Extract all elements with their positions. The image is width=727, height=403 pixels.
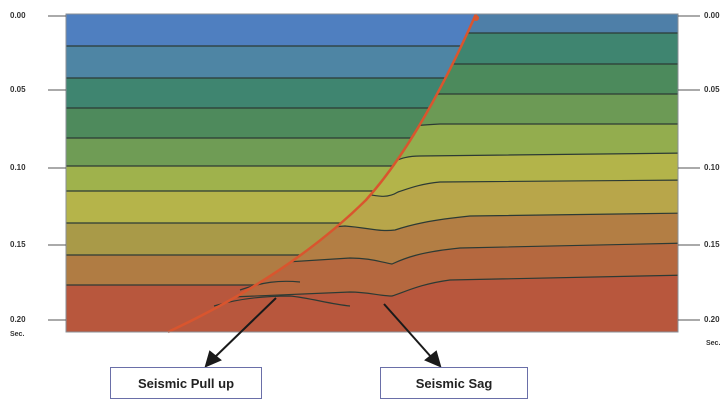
- left-tick-1: 0.05: [10, 85, 26, 94]
- panel-border: [65, 13, 679, 333]
- pull-up-arrow-head: [204, 350, 222, 368]
- layer-left-2: [66, 46, 486, 78]
- layer-left-3: [66, 78, 486, 108]
- right-tick-0: 0.00: [704, 11, 720, 20]
- sag-arrow-head: [424, 350, 442, 368]
- pull-up-arrow-line: [213, 297, 277, 359]
- layer-left-1: [66, 14, 486, 46]
- sag-callout: Seismic Sag: [380, 367, 528, 399]
- sag-arrow-line: [383, 303, 433, 359]
- left-tick-4: 0.20: [10, 315, 26, 324]
- left-tick-marks: [48, 15, 66, 321]
- right-tick-4: 0.20: [704, 315, 720, 324]
- pull-up-callout: Seismic Pull up: [110, 367, 262, 399]
- right-unit-label: Sec.: [706, 340, 721, 347]
- right-tick-3: 0.15: [704, 240, 720, 249]
- right-tick-1: 0.05: [704, 85, 720, 94]
- left-tick-0: 0.00: [10, 11, 26, 20]
- fault-line: [167, 13, 478, 334]
- left-unit-label: Sec.: [10, 331, 25, 338]
- right-tick-marks: [678, 15, 700, 321]
- arrows: [204, 297, 442, 368]
- left-tick-2: 0.10: [10, 163, 26, 172]
- left-tick-3: 0.15: [10, 240, 26, 249]
- fault-top-marker: [473, 15, 479, 21]
- pull-up-horizons: [213, 280, 351, 307]
- right-tick-2: 0.10: [704, 163, 720, 172]
